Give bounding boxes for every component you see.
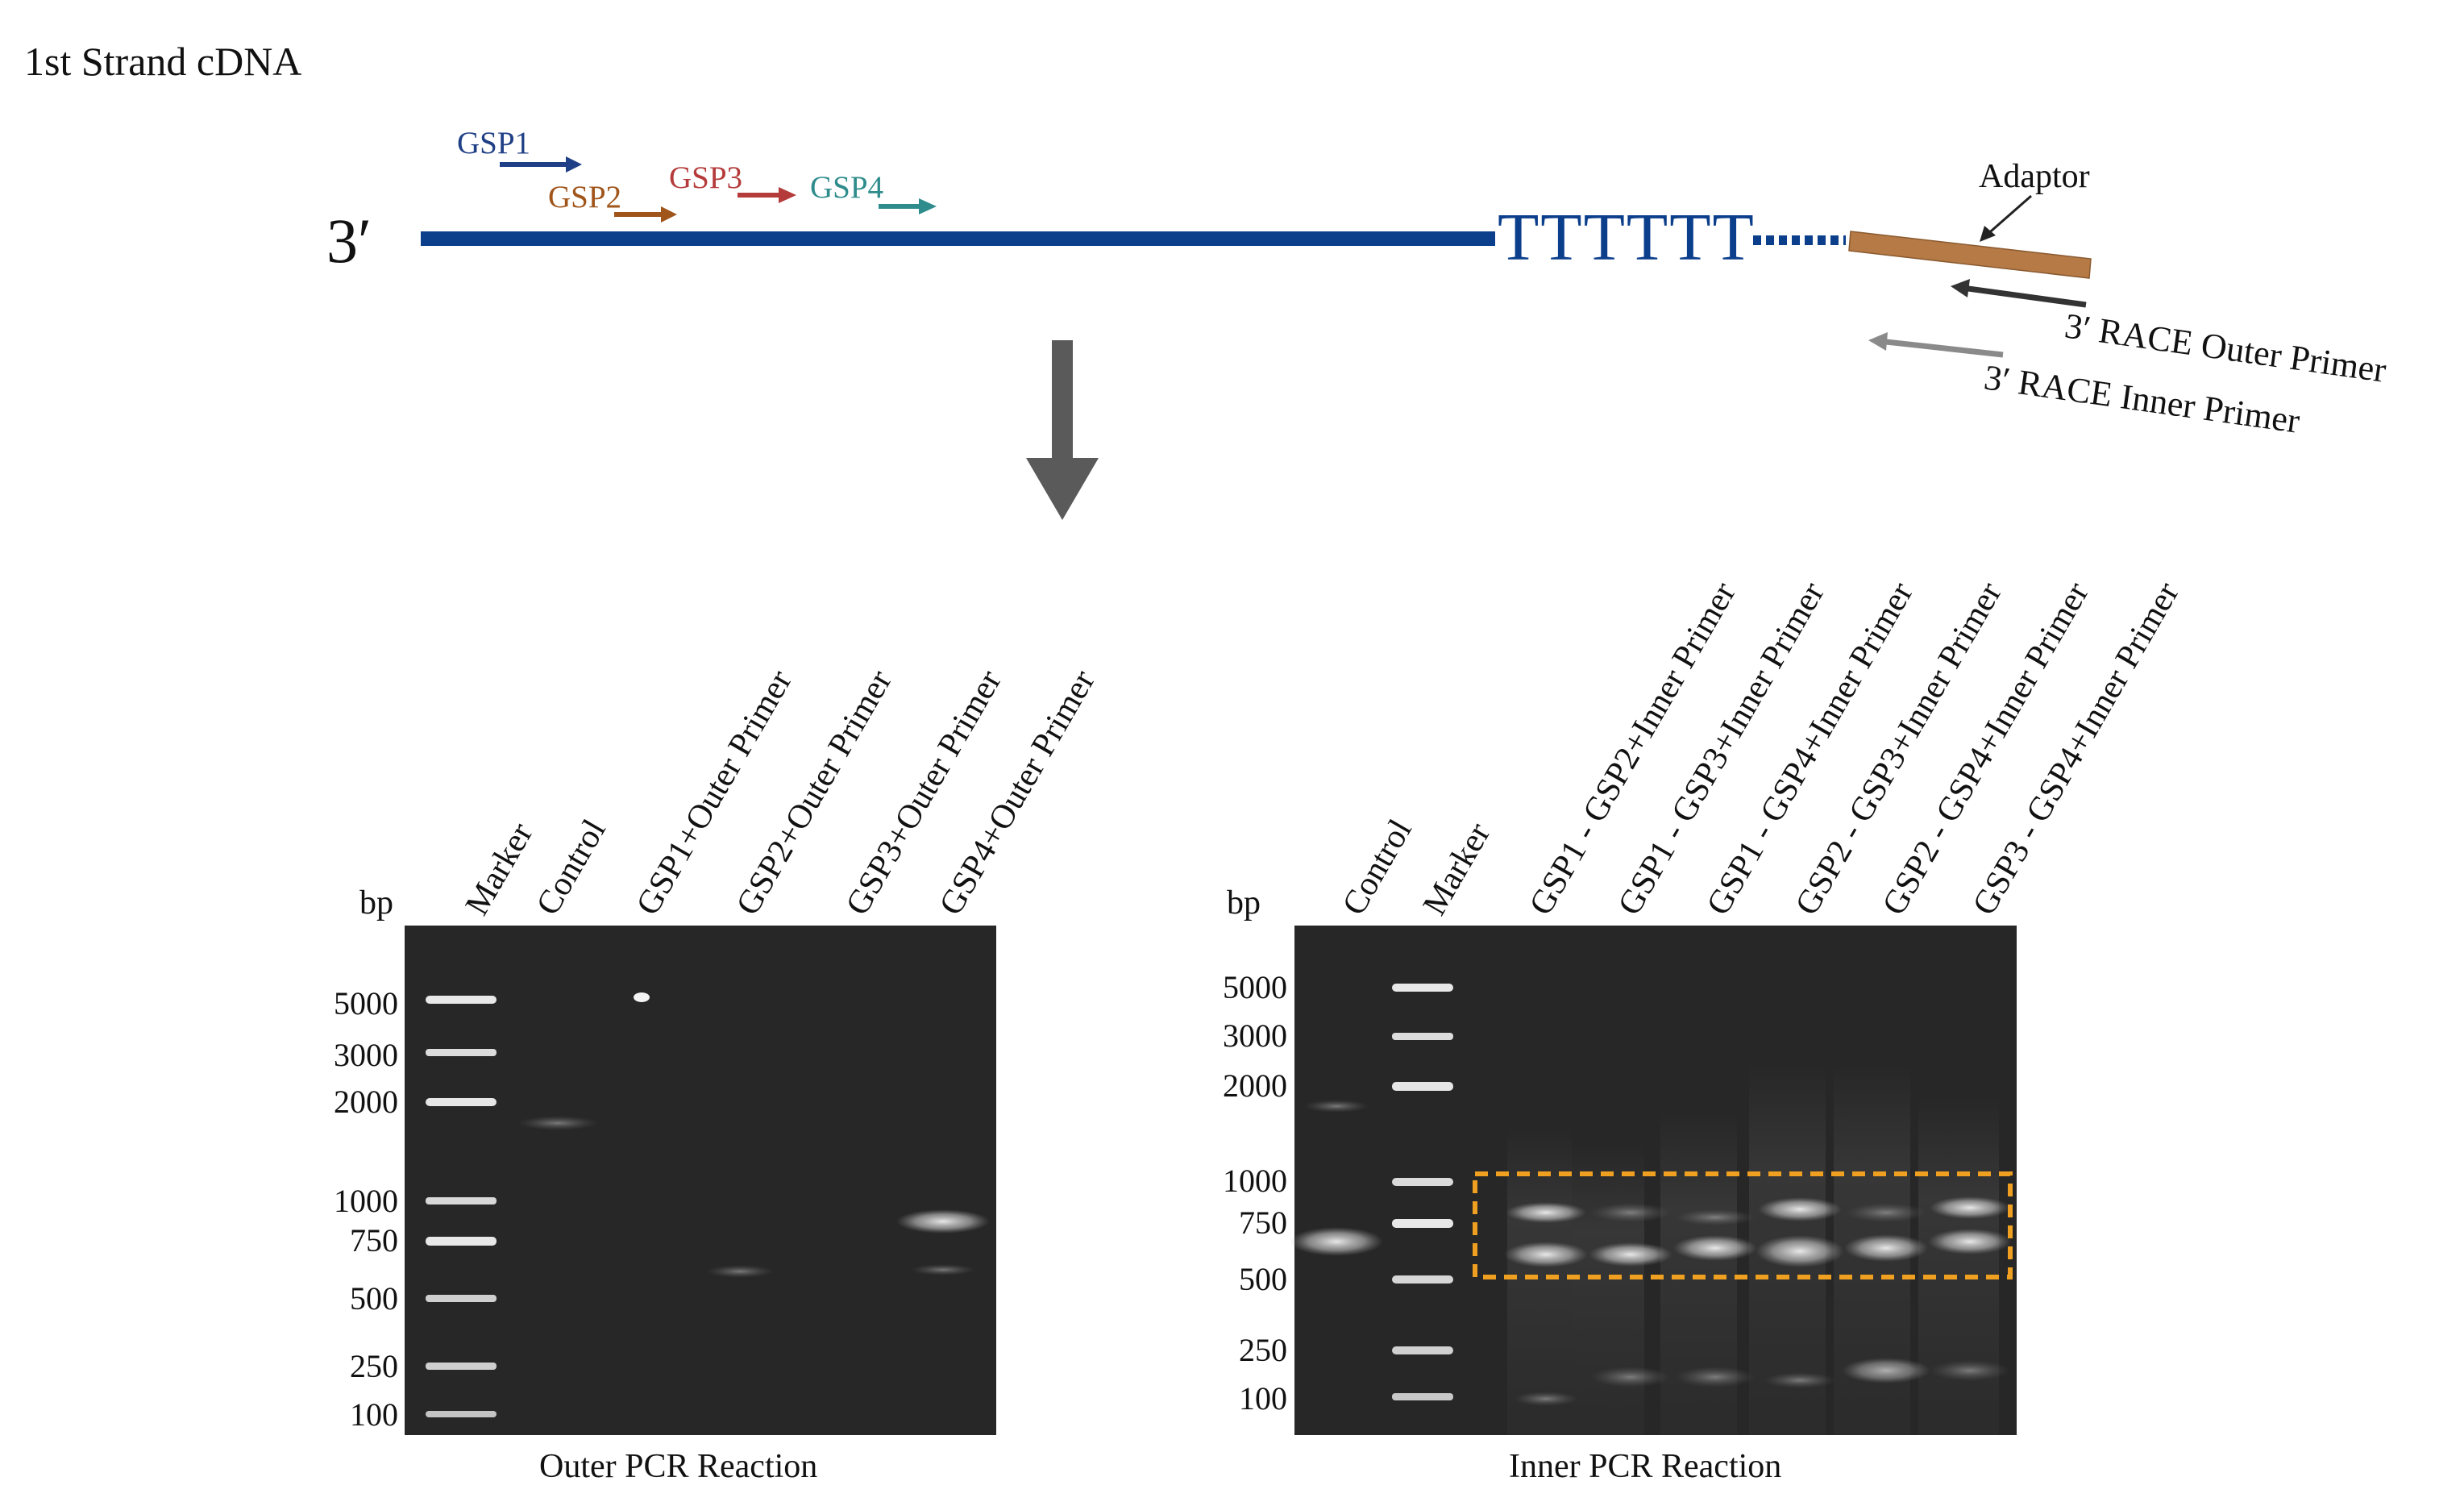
inner-lane-label: Control [1336, 813, 1419, 922]
outer-marker-label: 100 [350, 1396, 398, 1433]
inner-marker-label: 750 [1239, 1205, 1287, 1241]
inner-control-faint-band [1304, 1100, 1369, 1113]
adaptor-label: Adaptor [1979, 158, 2090, 195]
outer-gsp4-band [896, 1209, 990, 1234]
inner-gel-panel: Inner PCR Reaction [1290, 926, 2017, 1485]
outer-marker-label: 5000 [334, 985, 398, 1021]
adaptor-bar [1848, 231, 2092, 279]
inner-sample-bands [1504, 1196, 2012, 1267]
outer-marker-label: 500 [350, 1280, 398, 1317]
outer-marker-label: 750 [350, 1222, 398, 1259]
outer-control-band [517, 1116, 598, 1130]
outer-marker-label: 1000 [334, 1183, 398, 1219]
inner-marker-label: 100 [1239, 1380, 1287, 1417]
section-title: 1st Strand cDNA [24, 39, 301, 84]
outer-marker-label: 3000 [334, 1037, 398, 1073]
outer-gsp2-band [706, 1265, 774, 1278]
inner-marker-label: 3000 [1223, 1017, 1287, 1054]
outer-gel-panel: Outer PCR Reaction [405, 926, 996, 1485]
outer-gsp4-band-lower [911, 1264, 975, 1275]
flow-down-arrow [1026, 340, 1099, 520]
outer-bp-label: bp [359, 884, 393, 922]
gsp3-label: GSP3 [669, 160, 742, 195]
inner-marker-label: 250 [1239, 1332, 1287, 1368]
outer-marker-ladder [426, 996, 497, 1417]
inner-control-band [1290, 1227, 1383, 1256]
gsp2-primer: GSP2 [548, 180, 677, 223]
inner-marker-label: 500 [1239, 1261, 1287, 1297]
inner-marker-ladder [1392, 984, 1453, 1400]
strand-end-label: 3′ [326, 206, 372, 276]
gsp1-label: GSP1 [457, 126, 530, 160]
inner-marker-label: 1000 [1223, 1163, 1287, 1199]
inner-marker-label: 5000 [1223, 969, 1287, 1005]
gsp1-primer: GSP1 [457, 126, 582, 173]
outer-marker-label: 2000 [334, 1084, 398, 1120]
inner-bp-label: bp [1227, 884, 1261, 922]
cdna-strand [421, 231, 1495, 246]
outer-gel-image [405, 926, 996, 1435]
inner-marker-label: 2000 [1223, 1067, 1287, 1104]
outer-speck [634, 992, 650, 1002]
gsp3-primer: GSP3 [669, 160, 796, 203]
gsp4-label: GSP4 [810, 170, 883, 205]
poly-t-tail: TTTTTT [1498, 200, 1756, 275]
inner-low-bands [1514, 1358, 2010, 1406]
outer-marker-label: 250 [350, 1348, 398, 1384]
outer-lane-label: Control [530, 813, 613, 922]
inner-lane-label: Marker [1416, 817, 1498, 922]
inner-gel-caption: Inner PCR Reaction [1509, 1448, 1781, 1485]
outer-gel-caption: Outer PCR Reaction [539, 1448, 817, 1485]
gsp2-label: GSP2 [548, 180, 621, 214]
outer-lane-label: Marker [459, 817, 541, 922]
gsp4-primer: GSP4 [810, 170, 937, 214]
adaptor-pointer-arrow [1980, 194, 2032, 242]
highlight-box [1473, 1171, 2013, 1279]
